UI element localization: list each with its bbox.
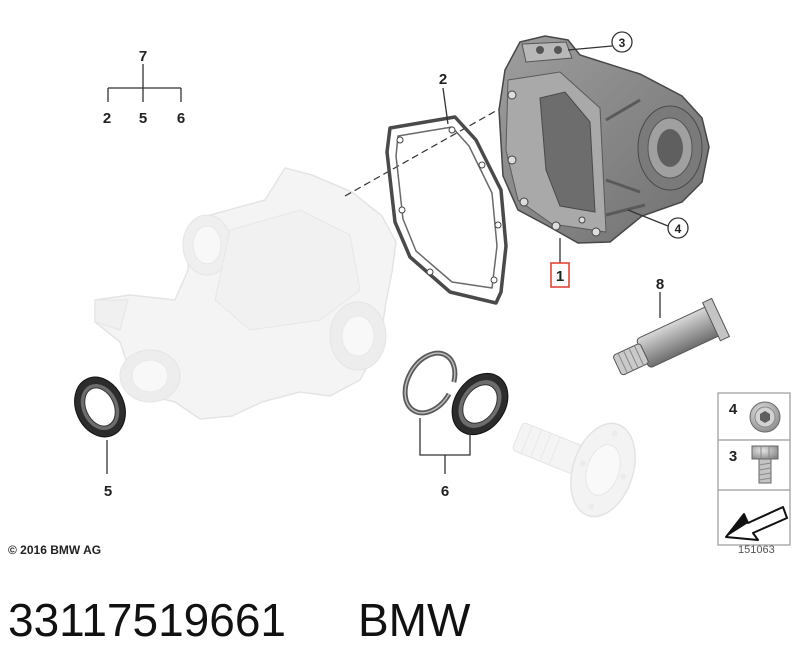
callout-2-set[interactable]: 2 [103, 110, 111, 127]
callout-7-set[interactable]: 7 [139, 48, 147, 65]
gasket[interactable] [385, 115, 508, 305]
differential-cover[interactable] [498, 35, 710, 244]
callout-2-gasket[interactable]: 2 [439, 71, 447, 88]
legend-label-4: 4 [729, 401, 738, 418]
differential-housing [94, 167, 397, 420]
tube[interactable] [608, 297, 731, 384]
callout-4-bolt[interactable]: 4 [675, 222, 682, 236]
callout-circle-3 [611, 31, 633, 53]
callout-3-bolt[interactable]: 3 [619, 36, 626, 50]
legend-label-3: 3 [729, 448, 737, 465]
part-number: 33117519661 [8, 594, 286, 646]
diagram-number: 151063 [738, 544, 775, 556]
leader-bolt-3 [567, 45, 613, 51]
copyright-notice: © 2016 BMW AG [8, 543, 101, 557]
circlip[interactable] [395, 344, 465, 421]
callout-circle-4 [667, 217, 689, 239]
leader-gasket [442, 87, 449, 125]
leader-bolt-4 [627, 209, 669, 227]
hex-bolt-icon [751, 445, 779, 484]
callout-tree [107, 64, 182, 102]
callout-8-tube[interactable]: 8 [656, 276, 664, 293]
output-flange [512, 422, 636, 518]
shaft-seal-right[interactable] [441, 363, 520, 446]
brand-name: BMW [358, 594, 471, 646]
callout-1-cover[interactable]: 1 [556, 268, 564, 285]
assembly-arrow-icon [725, 506, 788, 541]
flange-bolt-icon [749, 401, 781, 433]
alignment-dashed-line [344, 85, 541, 197]
callout-6-seal[interactable]: 6 [441, 483, 449, 500]
highlight-box [550, 262, 570, 288]
shaft-seal-left[interactable] [65, 369, 135, 445]
callout-5-set[interactable]: 5 [139, 110, 147, 127]
callout-6-set[interactable]: 6 [177, 110, 185, 127]
callout-5-seal[interactable]: 5 [104, 483, 112, 500]
